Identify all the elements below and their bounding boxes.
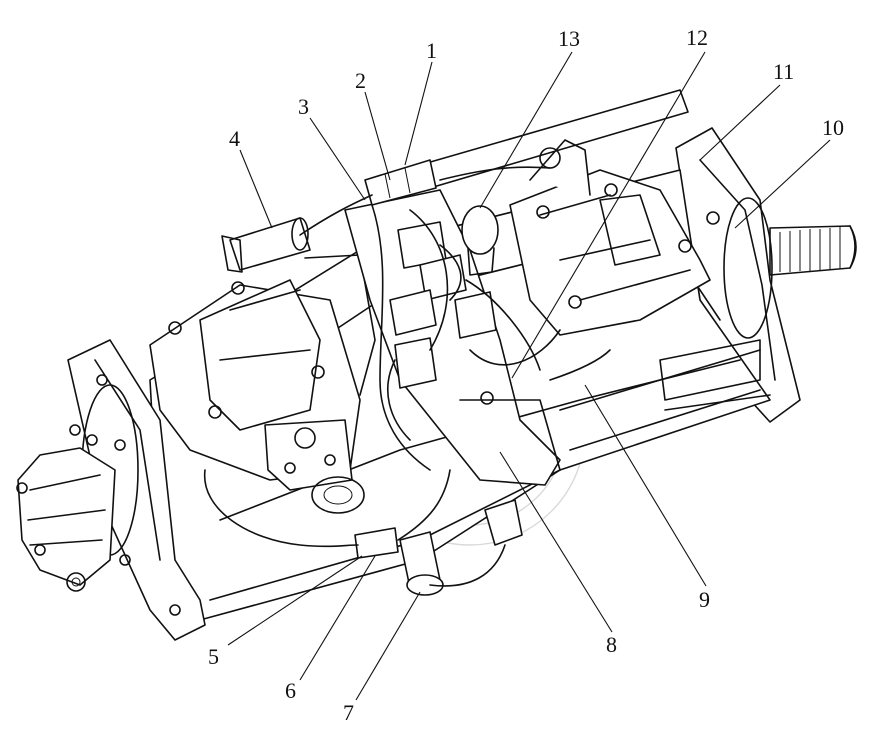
drive-shaft bbox=[769, 225, 857, 276]
leader-13 bbox=[479, 51, 573, 209]
callout-1: 1 bbox=[426, 38, 437, 63]
callout-9: 9 bbox=[699, 587, 710, 612]
callout-10: 10 bbox=[822, 115, 844, 140]
leader-8 bbox=[499, 451, 613, 633]
callout-5: 5 bbox=[208, 644, 219, 669]
sensor-8-plug bbox=[484, 499, 523, 546]
callout-2: 2 bbox=[355, 68, 366, 93]
leader-7 bbox=[355, 591, 421, 701]
callout-labels: 1 2 3 4 5 6 7 8 9 10 11 12 13 bbox=[208, 25, 844, 725]
regulator-right bbox=[509, 139, 720, 336]
callout-13: 13 bbox=[558, 26, 580, 51]
leader-11 bbox=[699, 84, 781, 161]
leader-3 bbox=[309, 117, 366, 201]
leader-9 bbox=[584, 384, 707, 587]
leader-2 bbox=[364, 91, 391, 181]
leader-lines bbox=[227, 51, 831, 701]
top-rod bbox=[419, 89, 689, 189]
callout-6: 6 bbox=[285, 678, 296, 703]
sensor-13 bbox=[461, 205, 499, 276]
connector-cluster bbox=[389, 221, 497, 389]
leader-5 bbox=[227, 555, 363, 646]
leader-12 bbox=[511, 51, 706, 379]
callout-7: 7 bbox=[343, 700, 354, 725]
connector-5-6 bbox=[354, 527, 399, 559]
leader-6 bbox=[299, 555, 376, 681]
mounting-flange-left bbox=[67, 339, 206, 641]
leader-4 bbox=[239, 149, 273, 229]
callout-12: 12 bbox=[686, 25, 708, 50]
sensor-4 bbox=[221, 217, 311, 273]
gear-pump bbox=[16, 424, 116, 592]
wiring bbox=[203, 166, 611, 587]
leader-1 bbox=[404, 61, 433, 166]
leader-10 bbox=[734, 139, 831, 229]
callout-4: 4 bbox=[229, 126, 240, 151]
regulator-left bbox=[149, 254, 376, 514]
callout-8: 8 bbox=[606, 632, 617, 657]
sensor-7 bbox=[399, 531, 444, 596]
callout-3: 3 bbox=[298, 94, 309, 119]
callout-11: 11 bbox=[773, 59, 794, 84]
